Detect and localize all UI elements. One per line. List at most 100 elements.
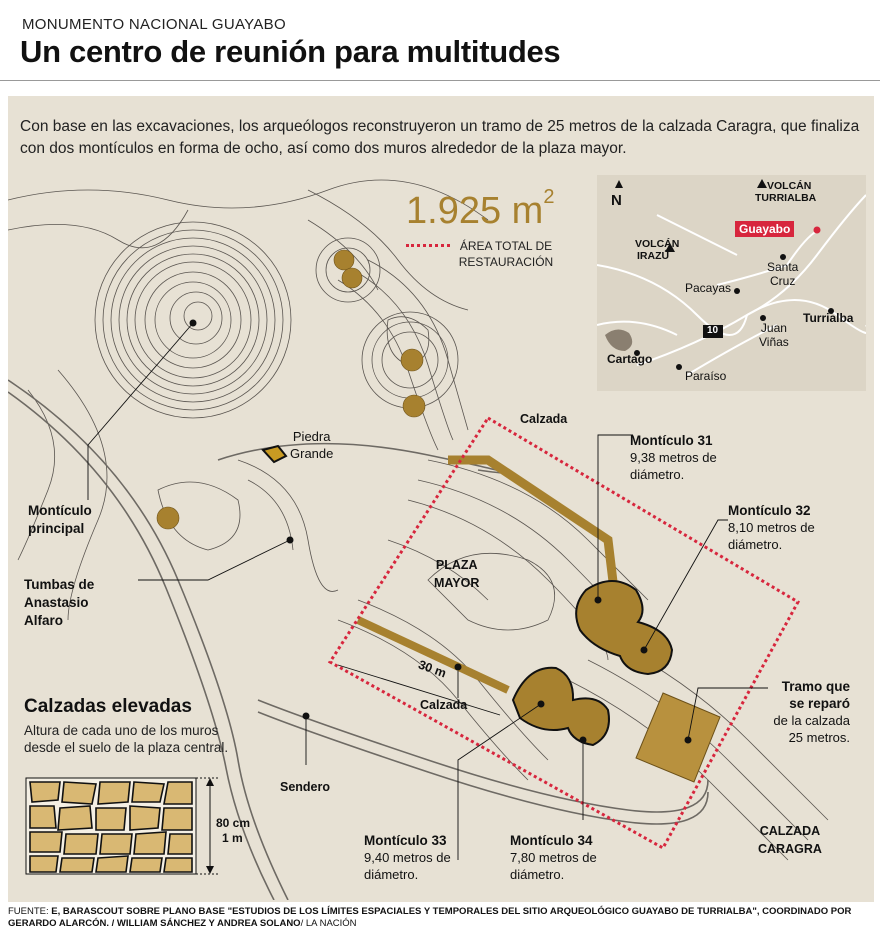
- intro-text: Con base en las excavaciones, los arqueó…: [20, 118, 860, 157]
- m31-desc2: diámetro.: [630, 467, 685, 482]
- tumbas-line1: Tumbas de: [24, 577, 95, 592]
- volcan-irazu-label: VOLCÁN IRAZÚ: [635, 238, 679, 262]
- m32-title: Montículo 32: [728, 503, 811, 518]
- volcan-irazu-marker: [665, 243, 675, 252]
- turrialba-label: Turrialba: [803, 311, 854, 325]
- restoration-legend-line: [406, 244, 450, 247]
- m34-desc1: 7,80 metros de: [510, 850, 597, 865]
- piedra-grande-label: Piedra Grande: [290, 428, 333, 462]
- plaza-mayor-label: PLAZA MAYOR: [434, 556, 479, 592]
- restoration-boundary: [327, 415, 801, 851]
- calzada-south: [356, 616, 510, 694]
- tumbas-line2: Anastasio: [24, 595, 89, 610]
- monticulo-principal-label: Montículo principal: [28, 502, 92, 538]
- vt-line2: TURRIALBA: [755, 192, 817, 204]
- vt-line1: VOLCÁN: [767, 180, 812, 192]
- plaza-line1: PLAZA: [435, 558, 478, 572]
- monticulo-31-annotation: Montículo 31 9,38 metros de diámetro.: [630, 432, 717, 483]
- location-dots: [189, 319, 692, 744]
- contour-lines: [8, 179, 829, 861]
- monticulo-31-32-shape: [575, 580, 674, 676]
- m34-title: Montículo 34: [510, 833, 593, 848]
- cartago-label: Cartago: [607, 352, 653, 366]
- locator-roads: [597, 194, 866, 376]
- guayabo-dot: [813, 226, 821, 234]
- north-arrow-icon: [615, 180, 623, 188]
- height-80cm: 80 cm: [216, 816, 251, 830]
- calzada-caragra-label: CALZADA CARAGRA: [758, 822, 822, 858]
- monticulo-34-annotation: Montículo 34 7,80 metros de diámetro.: [510, 832, 597, 883]
- calzada-north: [448, 455, 619, 591]
- legend-line1: ÁREA TOTAL DE: [459, 239, 553, 253]
- source-footer: FUENTE: E, BARASCOUT SOBRE PLANO BASE "E…: [8, 906, 874, 930]
- height-1m: 1 m: [222, 831, 243, 845]
- m33-title: Montículo 33: [364, 833, 447, 848]
- caragra-line2: CARAGRA: [758, 842, 822, 856]
- sendero-label: Sendero: [280, 780, 331, 794]
- publisher: / LA NACIÓN: [300, 918, 357, 929]
- source-text: E, BARASCOUT SOBRE PLANO BASE "ESTUDIOS …: [8, 906, 852, 929]
- monticulo-principal-line1: Montículo: [28, 503, 92, 518]
- pacayas-label: Pacayas: [685, 281, 732, 295]
- leader-lines: [87, 322, 768, 860]
- tramo-reparado-area: [635, 692, 721, 783]
- tumbas-label: Tumbas de Anastasio Alfaro: [24, 576, 94, 630]
- calzadas-desc: Altura de cada uno de los muros desde el…: [24, 723, 229, 755]
- sc-line1: Santa: [767, 260, 799, 274]
- juan-vinas-label: Juan Viñas: [759, 321, 789, 349]
- sc-line2: Cruz: [770, 274, 796, 288]
- page-title: Un centro de reunión para multitudes: [20, 34, 561, 69]
- guayabo-badge: Guayabo: [735, 221, 795, 237]
- north-label: N: [611, 192, 622, 209]
- m31-title: Montículo 31: [630, 433, 713, 448]
- area-total-value: 1.925 m2: [406, 186, 554, 233]
- jv-line1: Juan: [760, 321, 787, 335]
- locator-map-drawing: [597, 179, 866, 376]
- m32-desc1: 8,10 metros de: [728, 520, 815, 535]
- tramo-desc2: 25 metros.: [788, 730, 850, 745]
- monticulo-33-annotation: Montículo 33 9,40 metros de diámetro.: [364, 832, 451, 883]
- paraiso-label: Paraíso: [685, 369, 727, 383]
- tramo-desc1: de la calzada: [773, 713, 850, 728]
- site-map: [8, 179, 829, 900]
- santa-cruz-label: Santa Cruz: [767, 260, 798, 288]
- route-10-shield: [703, 325, 723, 338]
- vi-line2: IRAZÚ: [637, 250, 670, 262]
- m33-desc1: 9,40 metros de: [364, 850, 451, 865]
- piedra-grande-line1: Piedra: [292, 429, 331, 444]
- vi-line1: VOLCÁN: [635, 238, 680, 250]
- calzada-top-label: Calzada: [520, 412, 568, 426]
- tramo-title2: se reparó: [789, 696, 850, 711]
- caragra-line1: CALZADA: [759, 824, 821, 838]
- m33-desc2: diámetro.: [364, 867, 419, 882]
- piedra-grande-rock: [261, 444, 288, 464]
- source-label: FUENTE:: [8, 906, 49, 917]
- kicker: MONUMENTO NACIONAL GUAYABO: [22, 16, 286, 33]
- monticulo-principal-line2: principal: [28, 521, 85, 536]
- legend-line2: RESTAURACIÓN: [458, 255, 554, 269]
- volcan-turrialba-label: VOLCÁN TURRIALBA: [755, 180, 845, 204]
- volcan-turrialba-marker: [757, 179, 767, 188]
- calzada-bottom-label: Calzada: [420, 698, 468, 712]
- tramo-annotation: Tramo que se reparó de la calzada 25 met…: [762, 678, 850, 746]
- cartago-area: [605, 329, 633, 351]
- route-10-label: 10: [707, 325, 719, 336]
- title-rule: [0, 80, 880, 81]
- plaza-line2: MAYOR: [434, 576, 480, 590]
- m34-desc2: diámetro.: [510, 867, 565, 882]
- locator-dots: [634, 254, 834, 370]
- area-value: 1.925 m: [406, 190, 544, 232]
- locator-map: N VOLCÁN TURRIALBA VOLCÁN IRAZÚ Santa Cr…: [597, 175, 866, 391]
- tramo-title1: Tramo que: [781, 679, 850, 694]
- piedra-grande-line2: Grande: [290, 446, 334, 461]
- area-exponent: 2: [543, 186, 555, 209]
- trails: [8, 379, 709, 900]
- wall-stones-illustration: [25, 777, 218, 875]
- restoration-legend-text: ÁREA TOTAL DE RESTAURACIÓN: [452, 238, 560, 270]
- m31-desc1: 9,38 metros de: [630, 450, 717, 465]
- m32-desc2: diámetro.: [728, 537, 783, 552]
- monticulo-32-annotation: Montículo 32 8,10 metros de diámetro.: [728, 502, 815, 553]
- monticulo-33-34-shape: [511, 666, 610, 747]
- jv-line2: Viñas: [759, 335, 789, 349]
- small-mounds: [156, 249, 426, 530]
